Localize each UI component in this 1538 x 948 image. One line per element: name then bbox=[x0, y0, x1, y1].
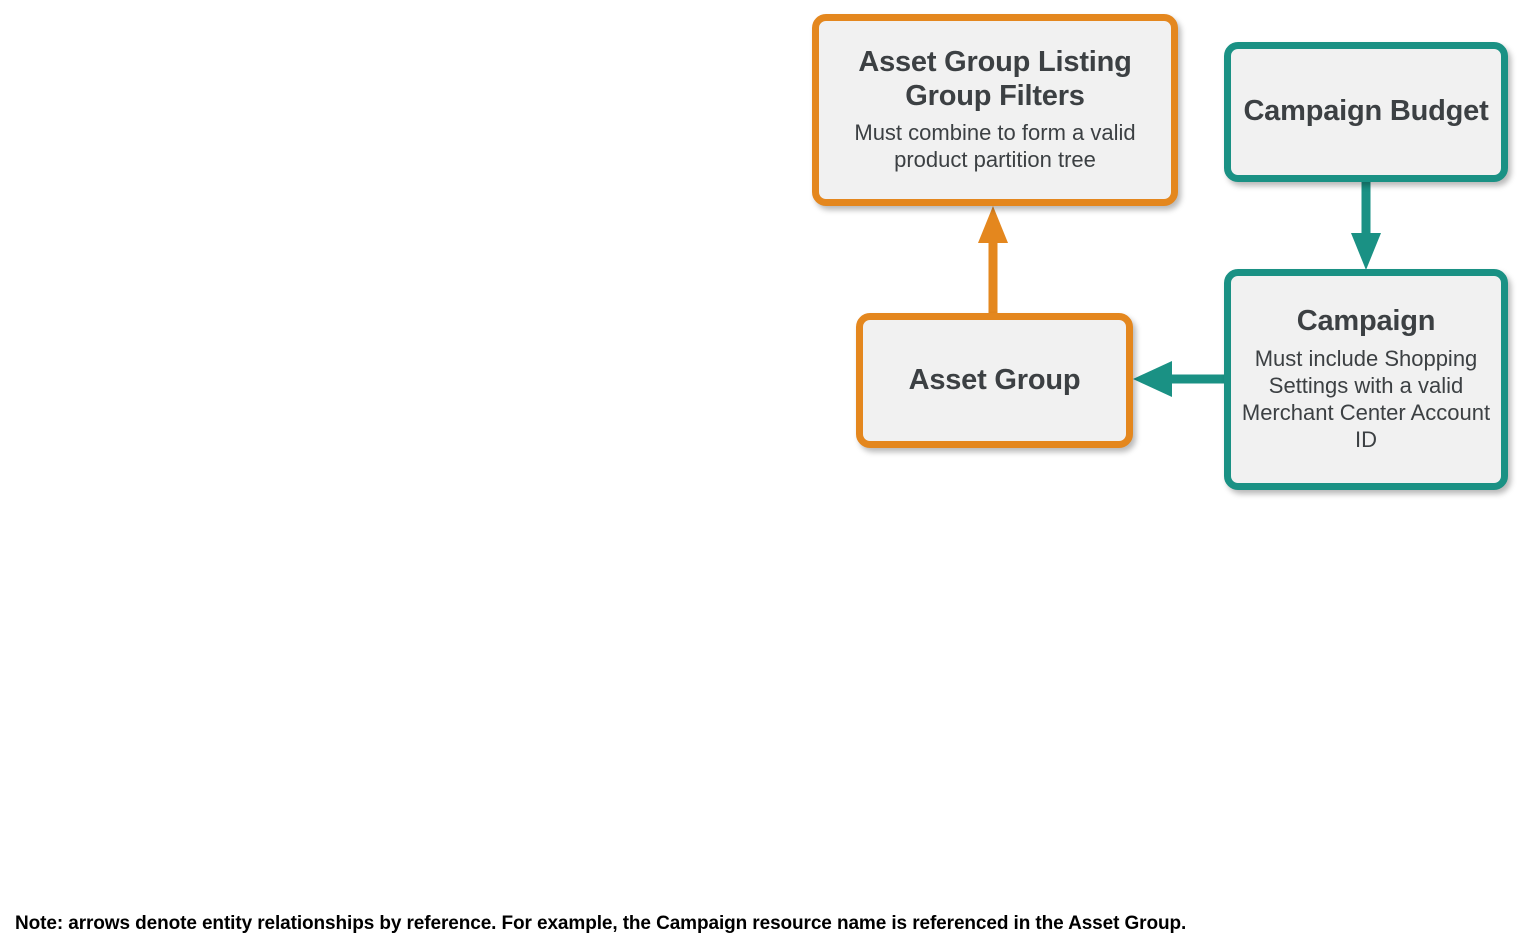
edge-campaign-budget-to-campaign bbox=[1351, 180, 1381, 270]
node-title-asset-group-listing-group-filters: Asset Group Listing Group Filters bbox=[858, 46, 1132, 112]
diagram-footnote: Note: arrows denote entity relationships… bbox=[15, 913, 1187, 934]
node-description-asset-group-listing-group-filters: Must combine to form a valid product par… bbox=[854, 120, 1136, 173]
node-campaign-budget[interactable]: Campaign Budget bbox=[1224, 42, 1508, 182]
node-title-campaign-budget: Campaign Budget bbox=[1243, 95, 1489, 128]
node-description-campaign: Must include Shopping Settings with a va… bbox=[1241, 345, 1491, 453]
node-campaign[interactable]: Campaign Must include Shopping Settings … bbox=[1224, 269, 1508, 490]
edge-campaign-to-asset-group bbox=[1133, 361, 1226, 397]
node-title-campaign: Campaign bbox=[1296, 305, 1436, 338]
node-asset-group[interactable]: Asset Group bbox=[856, 313, 1133, 448]
arrowhead-up-orange-icon bbox=[978, 206, 1008, 243]
edge-asset-group-to-listing-group-filters bbox=[978, 206, 1008, 314]
arrowhead-down-teal-icon bbox=[1351, 233, 1381, 270]
arrowhead-left-teal-icon bbox=[1133, 361, 1172, 397]
node-title-asset-group: Asset Group bbox=[908, 363, 1081, 396]
node-asset-group-listing-group-filters[interactable]: Asset Group Listing Group Filters Must c… bbox=[812, 14, 1178, 206]
